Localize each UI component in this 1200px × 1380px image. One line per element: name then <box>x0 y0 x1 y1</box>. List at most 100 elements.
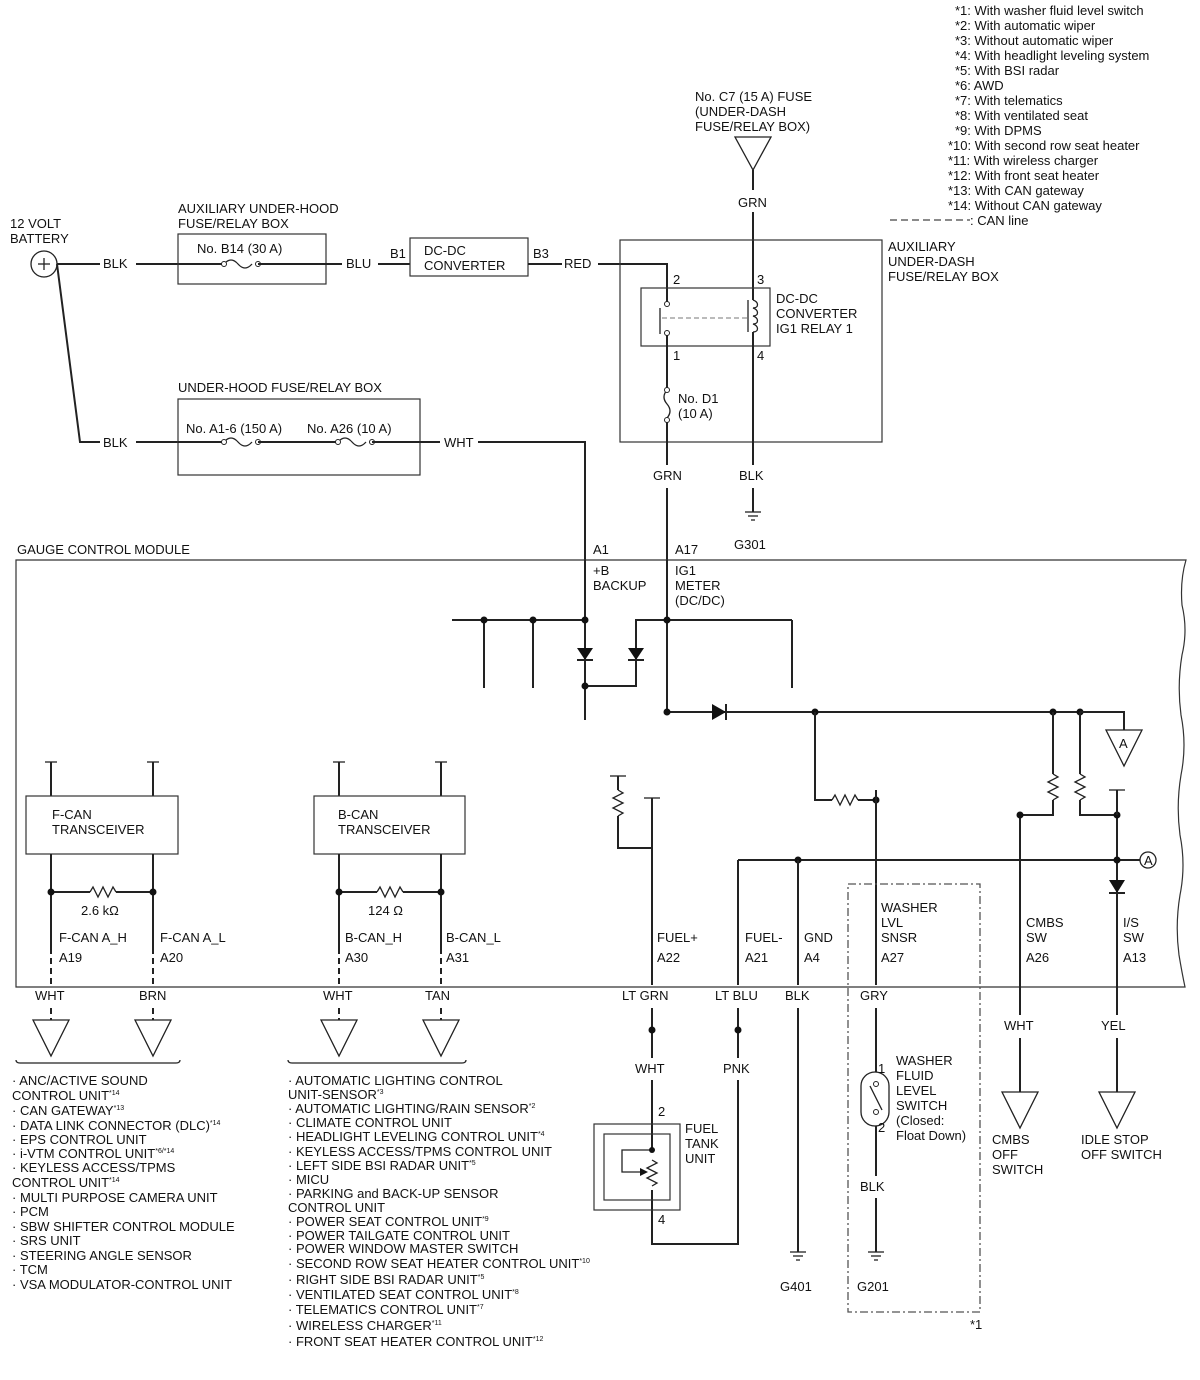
unit-list-item: · MULTI PURPOSE CAMERA UNIT <box>12 1190 218 1205</box>
dcdc-title: DC-DC <box>424 243 466 258</box>
fuse-c7-label: (UNDER-DASH <box>695 104 786 119</box>
relay-label: DC-DC <box>776 291 818 306</box>
fuse-b14-label: No. B14 (30 A) <box>197 241 282 256</box>
cmbs-switch-label: SWITCH <box>992 1162 1043 1177</box>
unit-list-item: · MICU <box>288 1172 329 1187</box>
ground-label: G301 <box>734 537 766 552</box>
gnd-circuit: BLK G401 <box>780 948 812 1294</box>
wire-color-label: YEL <box>1101 1018 1126 1033</box>
fuel-tank-pin: 4 <box>658 1212 665 1227</box>
connector-icon <box>1097 1091 1137 1130</box>
switch-pin: 2 <box>878 1120 885 1135</box>
unit-list-item: · PARKING and BACK-UP SENSOR <box>288 1186 498 1201</box>
unit-list-item: · PCM <box>12 1204 49 1219</box>
unit-list-item: · TCM <box>12 1262 48 1277</box>
diode-icon <box>577 648 593 660</box>
aux-underhood-title: FUSE/RELAY BOX <box>178 216 289 231</box>
battery: 12 VOLT BATTERY BLK BLK <box>10 216 180 450</box>
unit-list-item: · DATA LINK CONNECTOR (DLC)*14 <box>12 1118 221 1133</box>
gcm-pin-label: (DC/DC) <box>675 593 725 608</box>
terminal-pin: A22 <box>657 950 680 965</box>
unit-list-item: · TELEMATICS CONTROL UNIT*7 <box>288 1302 484 1317</box>
terminal-name: F-CAN A_H <box>59 930 127 945</box>
idle-stop-switch-label: OFF SWITCH <box>1081 1147 1162 1162</box>
terminal-name: SNSR <box>881 930 917 945</box>
aux-underdash-title: UNDER-DASH <box>888 254 975 269</box>
terminal-name: FUEL+ <box>657 930 698 945</box>
diode-icon <box>1109 880 1125 893</box>
battery-label: BATTERY <box>10 231 69 246</box>
transceiver-label: B-CAN <box>338 807 378 822</box>
relay-pin: 1 <box>673 348 680 363</box>
wire-color-label: BLK <box>739 468 764 483</box>
wire-color-label: BLK <box>860 1179 885 1194</box>
note-line: *8: With ventilated seat <box>955 108 1088 123</box>
unit-list-item: · SRS UNIT <box>12 1233 81 1248</box>
terminal-name: F-CAN A_L <box>160 930 226 945</box>
idle-stop-off-switch-circuit: YEL IDLE STOP OFF SWITCH <box>1081 948 1162 1162</box>
cmbs-off-switch-circuit: WHT CMBS OFF SWITCH <box>992 948 1043 1177</box>
fuse-d1-label: (10 A) <box>678 406 713 421</box>
connector-ref-label: A <box>1144 853 1153 868</box>
unit-list-item: CONTROL UNIT*14 <box>12 1088 120 1103</box>
ground-g301: G301 <box>734 511 766 552</box>
dcdc-in-pin: B1 <box>390 246 406 261</box>
unit-list-item: · FRONT SEAT HEATER CONTROL UNIT*12 <box>288 1334 543 1349</box>
fuse-icon <box>337 437 367 447</box>
note-line: *9: With DPMS <box>955 123 1042 138</box>
wire-color-label: BLK <box>785 988 810 1003</box>
washer-switch-label: Float Down) <box>896 1128 966 1143</box>
unit-list-item: · HEADLIGHT LEVELING CONTROL UNIT*4 <box>288 1129 545 1144</box>
wire-color-label: GRN <box>738 195 767 210</box>
terminal-name: FUEL- <box>745 930 783 945</box>
resistor-icon <box>89 885 117 899</box>
note-line: *1: With washer fluid level switch <box>955 3 1144 18</box>
terminal-pin: A21 <box>745 950 768 965</box>
washer-fluid-level-circuit: *1 GRY 1 2 WASHER FLUID LEVEL SWITCH (Cl… <box>847 883 982 1332</box>
wire-color-label: BLK <box>103 435 128 450</box>
connector-ref-label: A <box>1119 736 1128 751</box>
fcan-unit-list: · ANC/ACTIVE SOUND CONTROL UNIT*14 · CAN… <box>12 1073 235 1292</box>
can-harness: WHT BRN WHT TAN <box>15 948 467 1064</box>
wire-color-label: WHT <box>35 988 65 1003</box>
relay-label: IG1 RELAY 1 <box>776 321 853 336</box>
terminal-pin: A19 <box>59 950 82 965</box>
termination-resistor-label: 2.6 kΩ <box>81 903 119 918</box>
connector-icon <box>133 1019 173 1058</box>
termination-resistor-label: 124 Ω <box>368 903 403 918</box>
terminal-pin: A31 <box>446 950 469 965</box>
fcan-transceiver <box>25 795 179 855</box>
dcdc-ig1-relay <box>640 287 771 347</box>
terminal-name: B-CAN_L <box>446 930 501 945</box>
washer-float-switch-icon <box>860 1071 890 1127</box>
terminal-name: CMBS <box>1026 915 1064 930</box>
unit-list-item: · SECOND ROW SEAT HEATER CONTROL UNIT*10 <box>288 1256 590 1271</box>
fuel-tank-circuit: LT GRN WHT LT BLU PNK FUEL TANK UNIT 2 4 <box>593 948 758 1245</box>
transceiver-label: TRANSCEIVER <box>338 822 430 837</box>
gcm-pin-label: BACKUP <box>593 578 646 593</box>
ground-label: G401 <box>780 1279 812 1294</box>
fuse-d1-icon <box>663 389 671 419</box>
terminal-name: SW <box>1026 930 1048 945</box>
resistor-icon <box>831 793 859 807</box>
relay-pin: 4 <box>757 348 764 363</box>
wire-color-label: WHT <box>1004 1018 1034 1033</box>
aux-underhood-title: AUXILIARY UNDER-HOOD <box>178 201 339 216</box>
washer-switch-label: (Closed: <box>896 1113 944 1128</box>
terminal-name: SW <box>1123 930 1145 945</box>
idle-stop-switch-label: IDLE STOP <box>1081 1132 1149 1147</box>
fuel-tank-label: UNIT <box>685 1151 715 1166</box>
note-line: *11: With wireless charger <box>948 153 1099 168</box>
unit-list-item: · STEERING ANGLE SENSOR <box>12 1248 192 1263</box>
terminal-pin: A30 <box>345 950 368 965</box>
unit-list-item: · LEFT SIDE BSI RADAR UNIT*5 <box>288 1158 476 1173</box>
terminal-pin: A26 <box>1026 950 1049 965</box>
note-line: *5: With BSI radar <box>955 63 1060 78</box>
wire-color-label: RED <box>564 256 591 271</box>
unit-list-item: · i-VTM CONTROL UNIT*6/*14 <box>12 1146 174 1161</box>
terminal-name: B-CAN_H <box>345 930 402 945</box>
underhood-fuse-box: UNDER-HOOD FUSE/RELAY BOX No. A1-6 (150 … <box>177 380 586 560</box>
fuse-c7-label: FUSE/RELAY BOX) <box>695 119 810 134</box>
unit-list-item: · VENTILATED SEAT CONTROL UNIT*8 <box>288 1287 519 1302</box>
fuse-a26-label: No. A26 (10 A) <box>307 421 392 436</box>
